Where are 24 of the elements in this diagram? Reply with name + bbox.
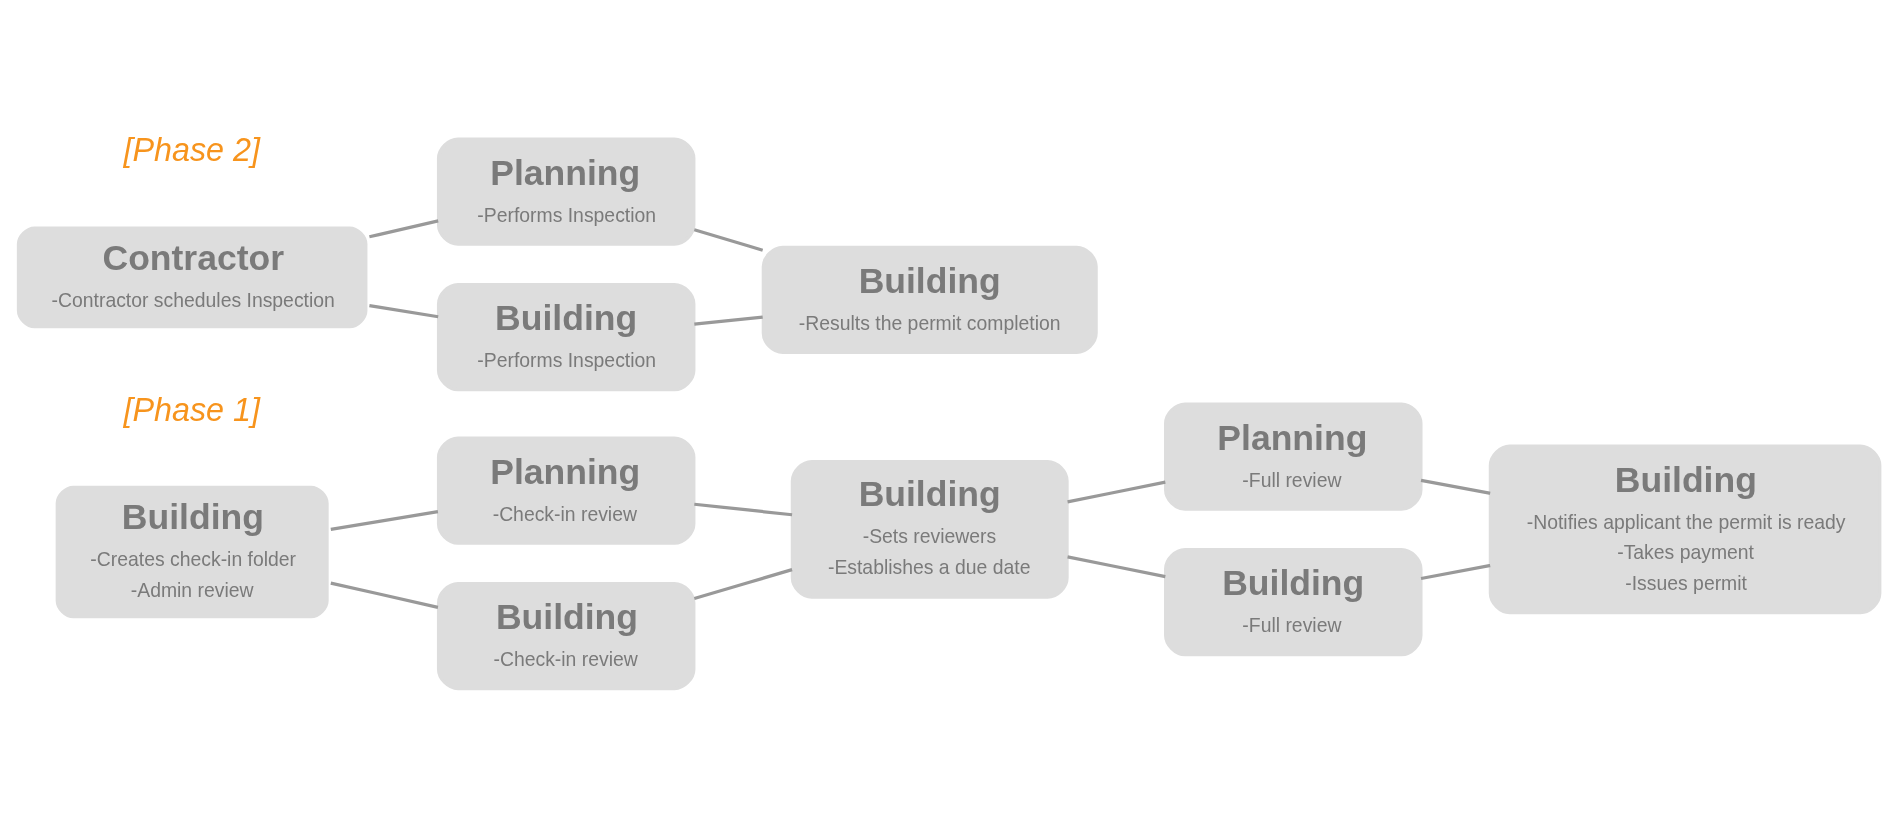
connector	[1420, 478, 1491, 495]
connector	[694, 502, 793, 516]
connector	[330, 509, 439, 531]
connector	[694, 314, 763, 326]
node-box: Planning -Check-in review	[436, 436, 696, 545]
connector	[1067, 554, 1166, 578]
connector	[1067, 480, 1166, 503]
node-box: Building -Performs Inspection	[436, 282, 696, 391]
node-box: Building -Creates check-in folder -Admin review	[52, 482, 332, 621]
node-box: Building -Sets reviewers -Establishes a due date	[790, 459, 1069, 599]
node-box: Planning -Performs Inspection	[436, 137, 696, 246]
node-box: Planning -Full review	[1164, 402, 1423, 511]
node-box: Building -Results the permit completion	[761, 245, 1098, 354]
label: [Phase 1]	[123, 391, 260, 428]
connector	[693, 227, 764, 252]
connector	[330, 581, 439, 609]
connector	[369, 218, 439, 238]
node-box: Building -Notifies applicant the permit is ready -Takes payment -Issues permit	[1488, 444, 1882, 614]
label: [Phase 2]	[123, 131, 260, 168]
node-box: Building -Full review	[1164, 547, 1423, 656]
node-box: Building -Check-in review	[436, 581, 696, 690]
connector	[369, 303, 439, 318]
connector	[693, 567, 793, 600]
connector	[1420, 563, 1491, 580]
